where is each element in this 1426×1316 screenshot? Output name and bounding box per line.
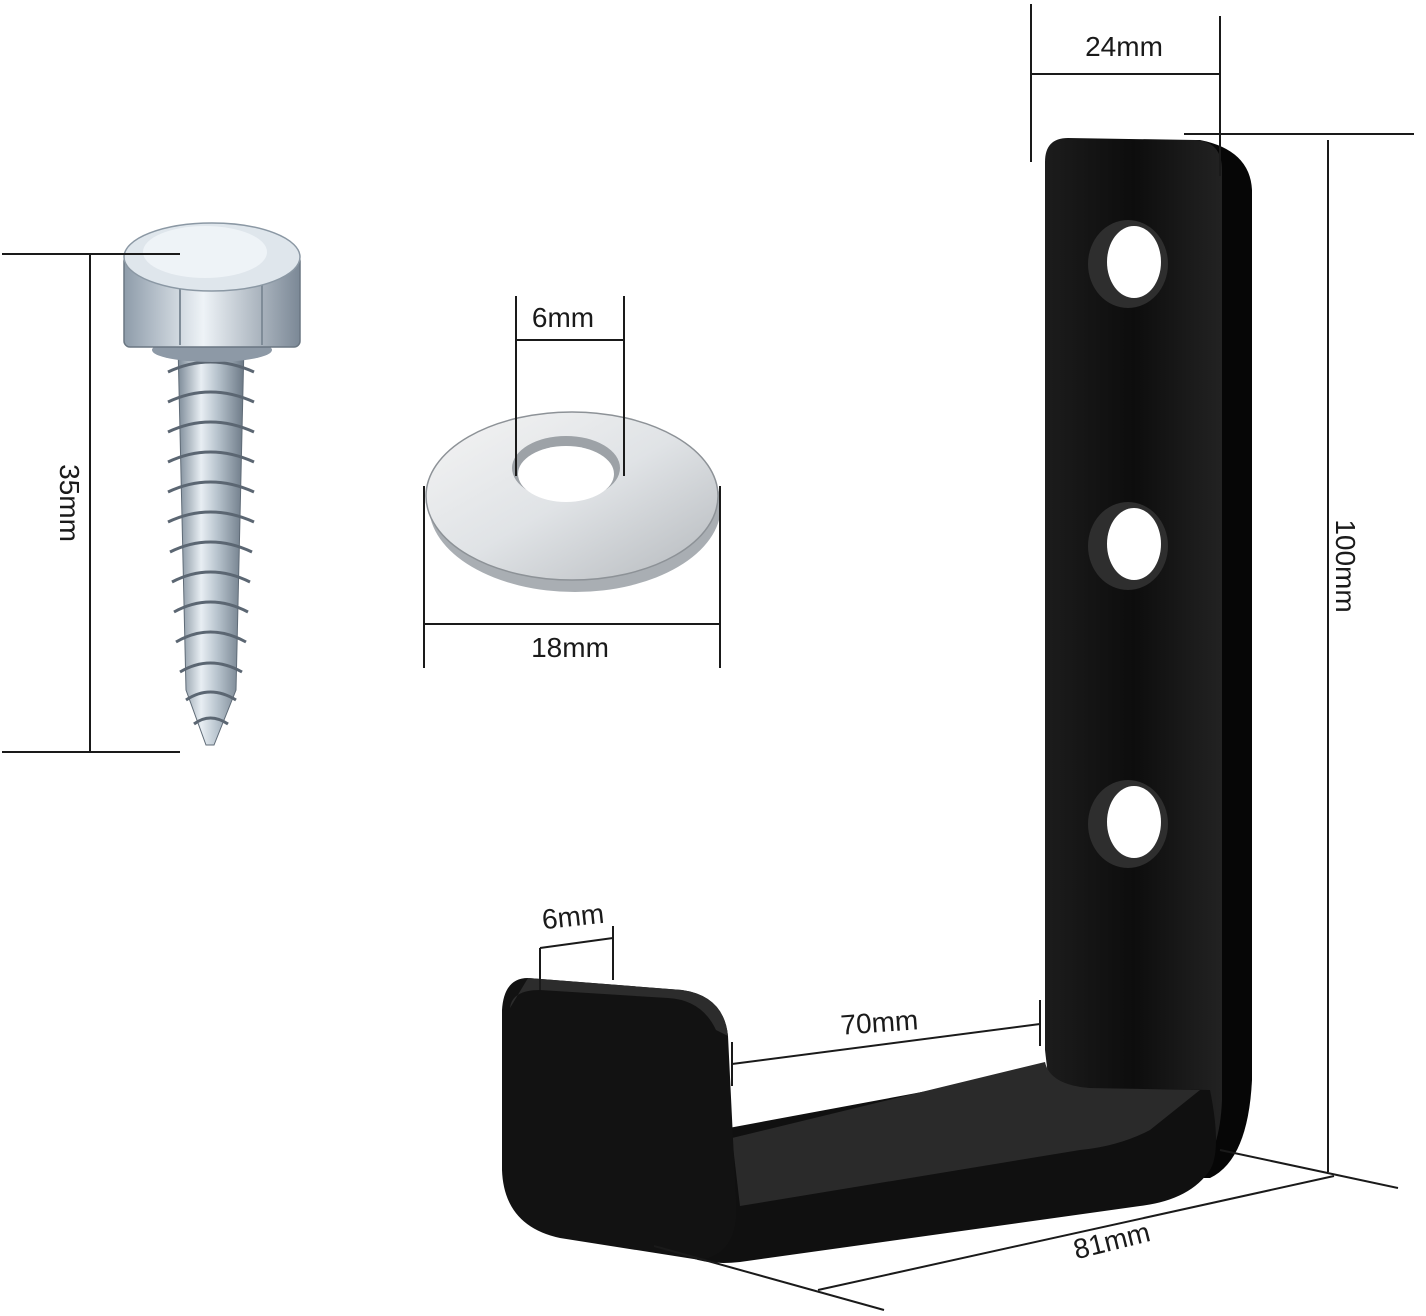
hook — [502, 138, 1252, 1264]
screw — [123, 222, 301, 746]
dimension-washer-hole — [515, 296, 625, 476]
label-screw-length: 35mm — [54, 464, 85, 542]
label-washer-outer: 18mm — [531, 632, 609, 663]
dimension-hook-height — [1184, 133, 1414, 1172]
dimension-hook-width — [1030, 4, 1221, 176]
washer — [425, 411, 721, 592]
label-washer-hole: 6mm — [532, 302, 594, 333]
dimension-hook-depth — [653, 1149, 1399, 1311]
dimension-screw-length — [2, 253, 180, 753]
label-hook-depth: 81mm — [1070, 1216, 1153, 1265]
dimension-hook-lip — [539, 926, 614, 990]
screw-head — [123, 222, 301, 362]
label-hook-width: 24mm — [1085, 31, 1163, 62]
dimension-hook-inner-gap — [731, 1000, 1041, 1086]
label-hook-height: 100mm — [1330, 519, 1361, 612]
hook-screw-holes — [1088, 220, 1168, 868]
hook-inner-channel — [732, 1062, 1200, 1206]
label-hook-lip: 6mm — [540, 898, 605, 935]
label-hook-inner-gap: 70mm — [839, 1004, 919, 1040]
screw-threads — [167, 360, 255, 726]
hook-front-lip — [502, 978, 737, 1260]
dimension-washer-outer — [423, 486, 721, 668]
hook-vertical-plate — [1045, 138, 1222, 1180]
